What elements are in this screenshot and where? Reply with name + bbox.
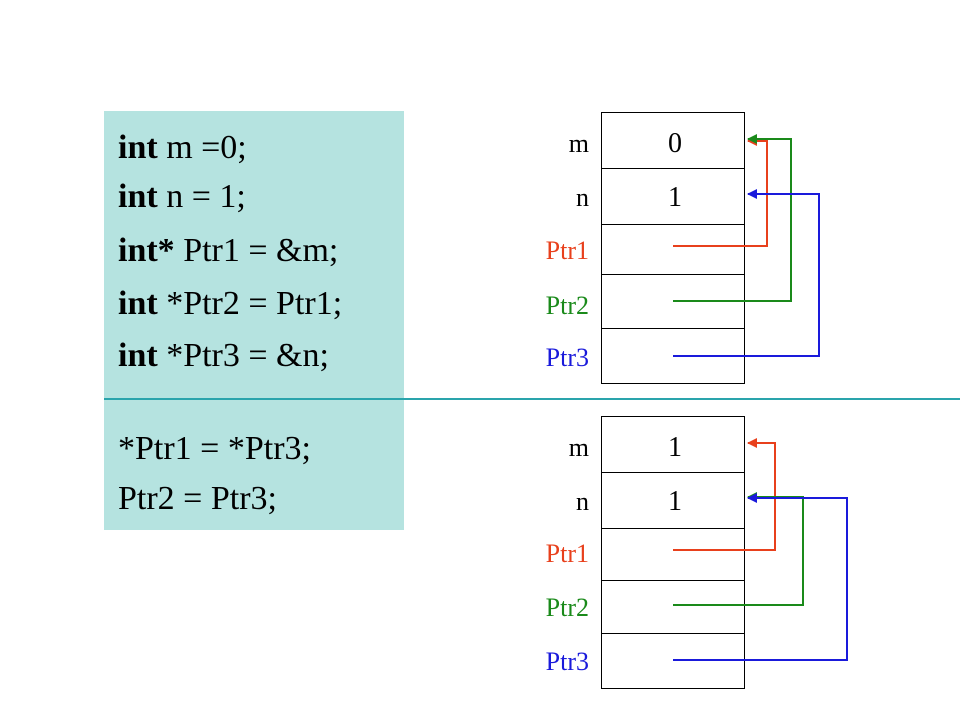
value-n-after: 1 [668,486,682,517]
label-ptr2-before: Ptr2 [545,291,589,320]
code-text: m =0; [157,129,247,166]
code-text: Ptr1 = &m; [174,232,339,269]
code-text: n = 1; [157,178,246,215]
code-line-6: *Ptr1 = *Ptr3; [118,430,311,467]
code-line-1: int m =0; [118,128,247,168]
cell-ptr1-before [601,224,745,275]
code-panel: int m =0; int n = 1; int* Ptr1 = &m; int… [104,111,404,530]
label-n-before: n [576,183,589,212]
code-line-5: int *Ptr3 = &n; [118,336,329,376]
cell-ptr1-after [601,528,745,581]
section-divider [104,398,960,400]
code-keyword: int* [118,232,175,269]
label-ptr3-before: Ptr3 [545,343,589,372]
code-line-2: int n = 1; [118,177,246,217]
cell-m-after [601,416,745,473]
label-m-after: m [568,433,589,462]
arrow-ptr3-to-n-before [673,189,820,357]
code-line-7: Ptr2 = Ptr3; [118,480,277,517]
cell-m-before [601,112,745,169]
label-ptr1-before: Ptr1 [545,236,589,265]
label-m-before: m [568,129,589,158]
code-text: *Ptr2 = Ptr1; [157,285,343,322]
arrow-ptr3-to-n-after [673,493,848,661]
label-n-after: n [576,487,589,516]
code-keyword: int [118,285,158,322]
value-m-before: 0 [668,128,682,159]
code-keyword: int [118,337,158,374]
label-ptr1-after: Ptr1 [545,539,589,568]
code-text: *Ptr3 = &n; [157,337,329,374]
code-keyword: int [118,178,158,215]
value-n-before: 1 [668,182,682,213]
label-ptr2-after: Ptr2 [545,593,589,622]
code-keyword: int [118,129,158,166]
value-m-after: 1 [668,432,682,463]
arrow-ptr2-to-m-before [673,134,792,302]
label-ptr3-after: Ptr3 [545,647,589,676]
code-line-4: int *Ptr2 = Ptr1; [118,284,342,324]
code-line-3: int* Ptr1 = &m; [118,231,338,271]
